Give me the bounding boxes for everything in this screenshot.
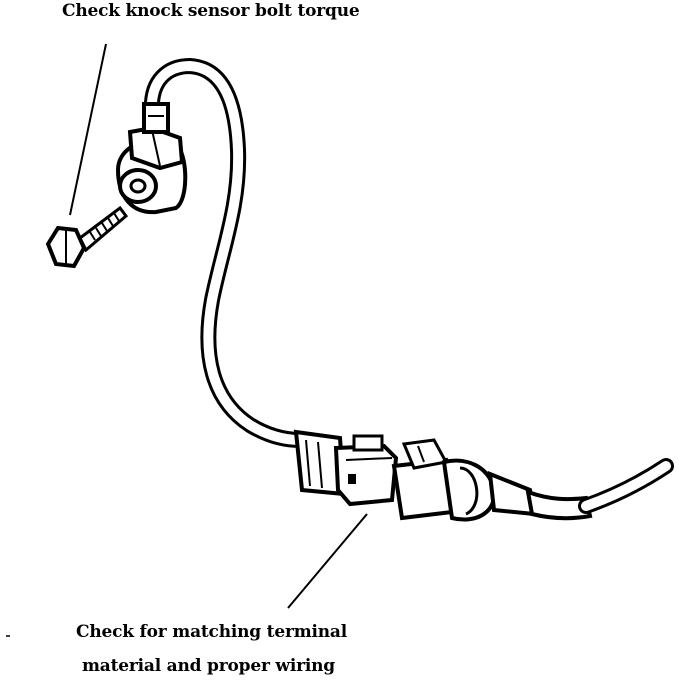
harness-cable: [578, 458, 674, 514]
knock-sensor-body: [115, 102, 188, 215]
leader-line-bolt: [69, 43, 107, 216]
connector-left-half: [293, 429, 399, 507]
callout-knock-sensor-bolt: Check knock sensor bolt torque: [62, 1, 360, 21]
knock-sensor-bolt: [45, 205, 129, 269]
leader-line-connector: [287, 513, 368, 609]
connector-right-half: [391, 438, 593, 522]
callout-connector-line-2: material and proper wiring: [82, 656, 335, 676]
sensor-cable: [143, 58, 308, 448]
callout-connector-line-1: Check for matching terminal: [76, 622, 347, 642]
